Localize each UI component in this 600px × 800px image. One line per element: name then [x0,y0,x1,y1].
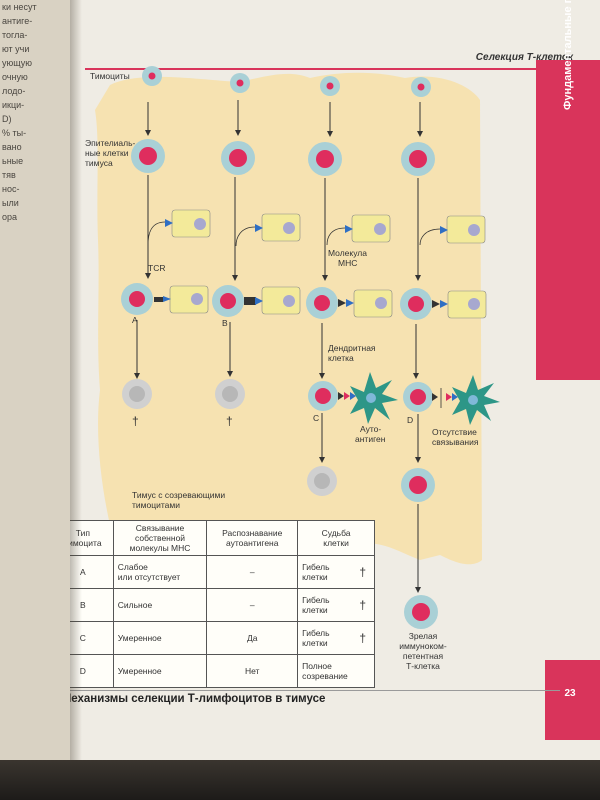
left-line: % ты- [2,128,27,138]
table-header-row: Типтимоцита Связываниесобственноймолекул… [70,520,375,556]
table-cell: Сильное [112,588,208,622]
left-line: D) [2,114,12,124]
epithelial-nucleus [194,218,206,230]
table-cell: – [206,555,299,589]
column-c [306,76,398,496]
table-cell: Нет [206,654,299,688]
nucleus [129,291,145,307]
thymocytes-label: Тимоциты [90,71,130,81]
nobinding-label-2: связывания [432,437,479,447]
table-cell: Умеренное [112,654,208,688]
page-number-tab [545,660,600,740]
column-b [212,73,301,409]
autoantigen [344,392,350,400]
label-a: A [132,315,138,325]
left-line: вано [2,142,22,152]
mhc-label-2: MHC [338,258,358,268]
death-dagger: † [132,414,139,428]
figure-title: А. Механизмы селекции Т-лимфоцитов в тим… [70,693,326,705]
selection-table: Типтимоцита Связываниесобственноймолекул… [70,520,375,688]
column-d [400,77,500,629]
left-line: антиге- [2,16,33,26]
nucleus [139,147,157,165]
epithelial-label-1: Эпителиаль- [85,138,136,148]
dendritic-label-2: клетка [328,353,354,363]
left-line: тогла- [2,30,28,40]
left-line: ыли [2,198,19,208]
autoantigen-label-1: Ауто- [360,424,382,434]
table-cell: Да [206,621,299,655]
mature-label-4: Т-клетка [406,661,440,671]
header-rule [85,68,573,70]
tcr-label: TCR [148,263,166,273]
left-line: нос- [2,184,20,194]
page-number: 23 [564,688,576,699]
death-dagger: † [226,414,233,428]
mature-label-2: иммуноком- [399,641,447,651]
left-line: ора [2,212,18,222]
left-line: ки несут [2,2,37,12]
thymus-label-2: тимоцитами [132,500,180,510]
mhc-label-1: Молекула [328,248,367,258]
column-a [121,66,211,409]
mature-label-3: петентная [402,651,444,661]
left-line: ют учи [2,44,30,54]
nobinding-label-1: Отсутствие [432,427,477,437]
left-line: ьные [2,156,24,166]
table-cell: A [70,555,114,589]
left-page: ки несут антиге- тогла- ют учи ующую очн… [0,0,71,800]
right-page: Селекция Т-клеток Фундаментальные принци… [70,0,600,800]
dendritic-label-1: Дендритная [328,343,376,353]
label-d: D [407,415,414,425]
left-page-text: ки несут антиге- тогла- ют учи ующую очн… [2,0,68,224]
autoantigen-label-2: антиген [355,434,386,444]
epithelial-label-2: ные клетки [85,148,129,158]
table-cell: D [70,654,114,688]
mature-label-1: Зрелая [408,631,438,641]
table-cell: B [70,588,114,622]
epithelial-label-3: тимуса [85,158,113,168]
left-line: ующую [2,58,33,68]
thymus-label-1: Тимус с созревающими [132,490,226,500]
table-header: Типтимоцита [70,520,114,556]
table-surface [0,760,600,800]
section-title: Селекция Т-клеток [475,52,573,63]
label-b: B [222,318,228,328]
table-cell: – [206,588,299,622]
nucleus [148,72,156,80]
left-line: икци- [2,100,25,110]
figure-title-rule [70,690,560,691]
epithelial-cell [169,285,209,314]
table-cell: Умеренное [112,621,208,655]
left-line: лодо- [2,86,26,96]
left-line: тяв [2,170,16,180]
thymus-area [95,72,482,565]
gutter-shadow [70,0,82,800]
left-line: очную [2,72,28,82]
side-tab [536,60,600,380]
table-cell: C [70,621,114,655]
selection-diagram [95,66,500,629]
label-c: C [313,413,320,423]
mhc-molecule [165,219,173,227]
